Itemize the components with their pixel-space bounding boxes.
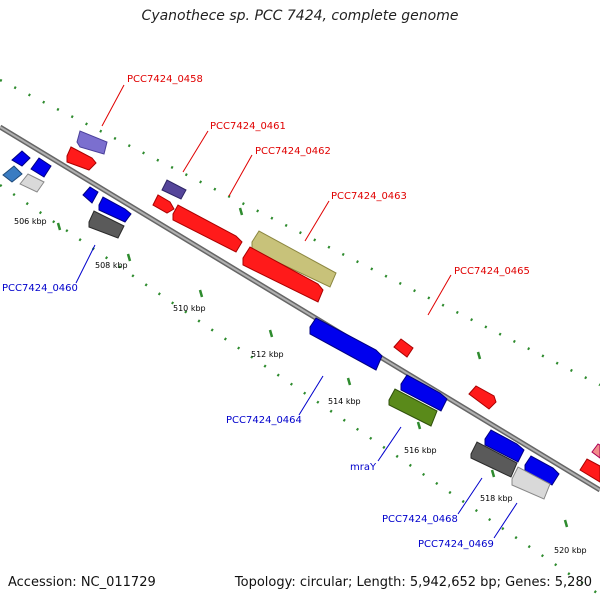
gene-label[interactable]: PCC7424_0461: [210, 121, 286, 132]
gene-red-small[interactable]: [468, 385, 497, 410]
gene-gray-1[interactable]: [88, 210, 125, 239]
gene-0462[interactable]: [172, 204, 243, 253]
scale-label: 520 kbp: [554, 546, 587, 555]
gene-small-1[interactable]: [11, 150, 31, 167]
gene-red-edge[interactable]: [579, 458, 600, 483]
scale-label: 506 kbp: [14, 217, 47, 226]
gene-small-3[interactable]: [2, 165, 23, 183]
gene-0461-a[interactable]: [161, 179, 187, 200]
accession-text: Accession: NC_011729: [8, 575, 156, 590]
gene-0464[interactable]: [309, 317, 383, 371]
genome-backbone: [0, 124, 600, 493]
gene-small-4[interactable]: [19, 173, 45, 193]
gene-label[interactable]: PCC7424_0465: [454, 266, 530, 277]
label-leaders: [75, 84, 518, 539]
scale-label: 512 kbp: [251, 350, 284, 359]
scale-label: 516 kbp: [404, 446, 437, 455]
gene-mraY[interactable]: [388, 388, 438, 427]
gene-blue-3[interactable]: [484, 429, 525, 463]
gene-0468[interactable]: [470, 441, 518, 478]
gene-blue-1[interactable]: [82, 186, 99, 204]
gene-small-2[interactable]: [30, 157, 52, 178]
lower-scale-track: [0, 183, 600, 597]
gene-label[interactable]: PCC7424_0464: [226, 415, 302, 426]
scale-label: 510 kbp: [173, 304, 206, 313]
gene-label[interactable]: mraY: [350, 462, 377, 473]
gene-0469[interactable]: [511, 466, 551, 500]
gene-0465[interactable]: [393, 338, 414, 358]
gene-label[interactable]: PCC7424_0469: [418, 539, 494, 550]
major-ticks: [56, 207, 569, 528]
gene-0461[interactable]: [152, 194, 175, 214]
upper-scale-track: [0, 78, 600, 387]
gene-label[interactable]: PCC7424_0462: [255, 146, 331, 157]
gene-red-long[interactable]: [242, 246, 324, 303]
scale-label: 518 kbp: [480, 494, 513, 503]
scale-label: 514 kbp: [328, 397, 361, 406]
gene-blue-2[interactable]: [400, 374, 448, 412]
gene-label[interactable]: PCC7424_0468: [382, 514, 458, 525]
gene-0458[interactable]: [66, 146, 97, 171]
forward-genes: [2, 130, 600, 483]
gene-0460[interactable]: [98, 196, 132, 223]
genome-title: Cyanothece sp. PCC 7424, complete genome: [141, 8, 459, 24]
scale-label: 508 kbp: [95, 261, 128, 270]
genome-summary-text: Topology: circular; Length: 5,942,652 bp…: [234, 575, 592, 590]
gene-label[interactable]: PCC7424_0463: [331, 191, 407, 202]
gene-label[interactable]: PCC7424_0458: [127, 74, 203, 85]
gene-pink-edge[interactable]: [591, 443, 600, 459]
reverse-genes: [82, 186, 560, 500]
gene-0458-a[interactable]: [76, 130, 108, 155]
gene-label[interactable]: PCC7424_0460: [2, 283, 78, 294]
